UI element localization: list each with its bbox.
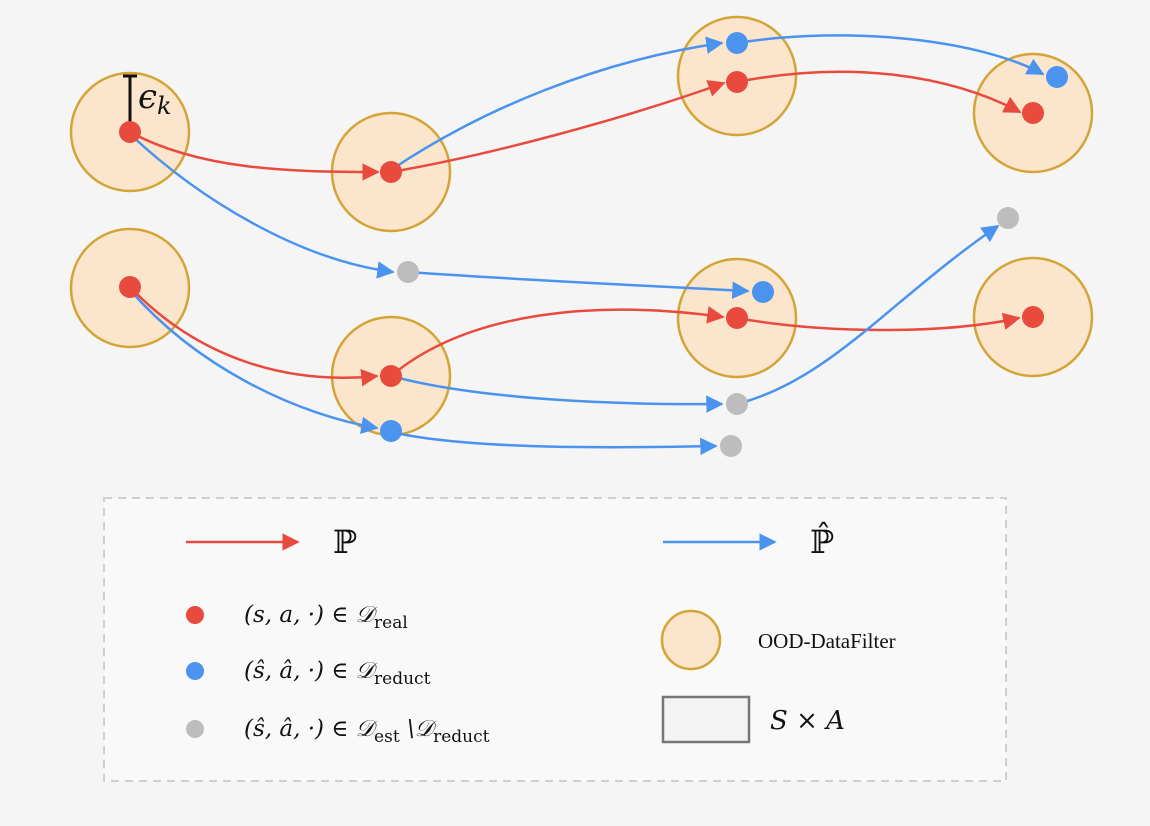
data-points [119,32,1068,457]
est-point [726,393,748,415]
est-transition-arrow [129,289,379,434]
epsilon-radius-marker: ϵk [123,74,172,124]
legend-filter-marker [660,609,722,671]
legend-reduct-label: (ŝ, â, ·) ∈ 𝒟reduct [244,658,431,689]
true-transition-arrow [129,286,379,387]
est-transition-arrow [407,270,750,299]
true-transition-arrow [390,80,726,174]
est-transition-arrow [129,133,395,279]
legend-reduct-marker [186,662,204,680]
real-point [1022,102,1044,124]
legend-true-label: ℙ [333,523,357,561]
legend-real-label: (s, a, ·) ∈ 𝒟real [244,602,408,633]
est-transition-arrow [390,36,724,172]
real-point [119,276,141,298]
real-point [380,161,402,183]
epsilon-label: ϵk [138,77,172,120]
est-transition-arrow [390,430,718,456]
est-point [720,435,742,457]
true-transition-arrow [736,70,1022,114]
true-transition-arrow [390,306,725,377]
estimated-transitions [129,34,1045,456]
legend: ℙ ℙ̂ (s, a, ·) ∈ 𝒟real (ŝ, â, ·) ∈ 𝒟redu… [103,497,1007,782]
legend-frame [103,497,1007,782]
legend-est-marker [186,720,204,738]
legend-filter-label: OOD-DataFilter [758,629,896,653]
est-transition-arrow [390,374,724,413]
legend-est-data-label: (ŝ, â, ·) ∈ 𝒟est \𝒟reduct [244,716,490,747]
reduct-point [1046,66,1068,88]
legend-real-marker [186,606,204,624]
filter-circles [69,15,1094,437]
reduct-point [726,32,748,54]
real-point [119,121,141,143]
reduct-point [752,281,774,303]
real-point [726,71,748,93]
legend-space-box [661,695,751,744]
est-point [397,261,419,283]
true-transitions [129,70,1022,387]
real-point [380,365,402,387]
real-point [726,307,748,329]
true-transition-arrow [129,130,380,181]
real-point [1022,306,1044,328]
est-point [997,207,1019,229]
legend-space-label: S × A [770,706,845,736]
true-transition-arrow [736,312,1021,332]
est-transition-arrow [736,224,1000,406]
legend-est-label: ℙ̂ [810,521,834,561]
est-transition-arrow [736,34,1045,76]
reduct-point [380,420,402,442]
